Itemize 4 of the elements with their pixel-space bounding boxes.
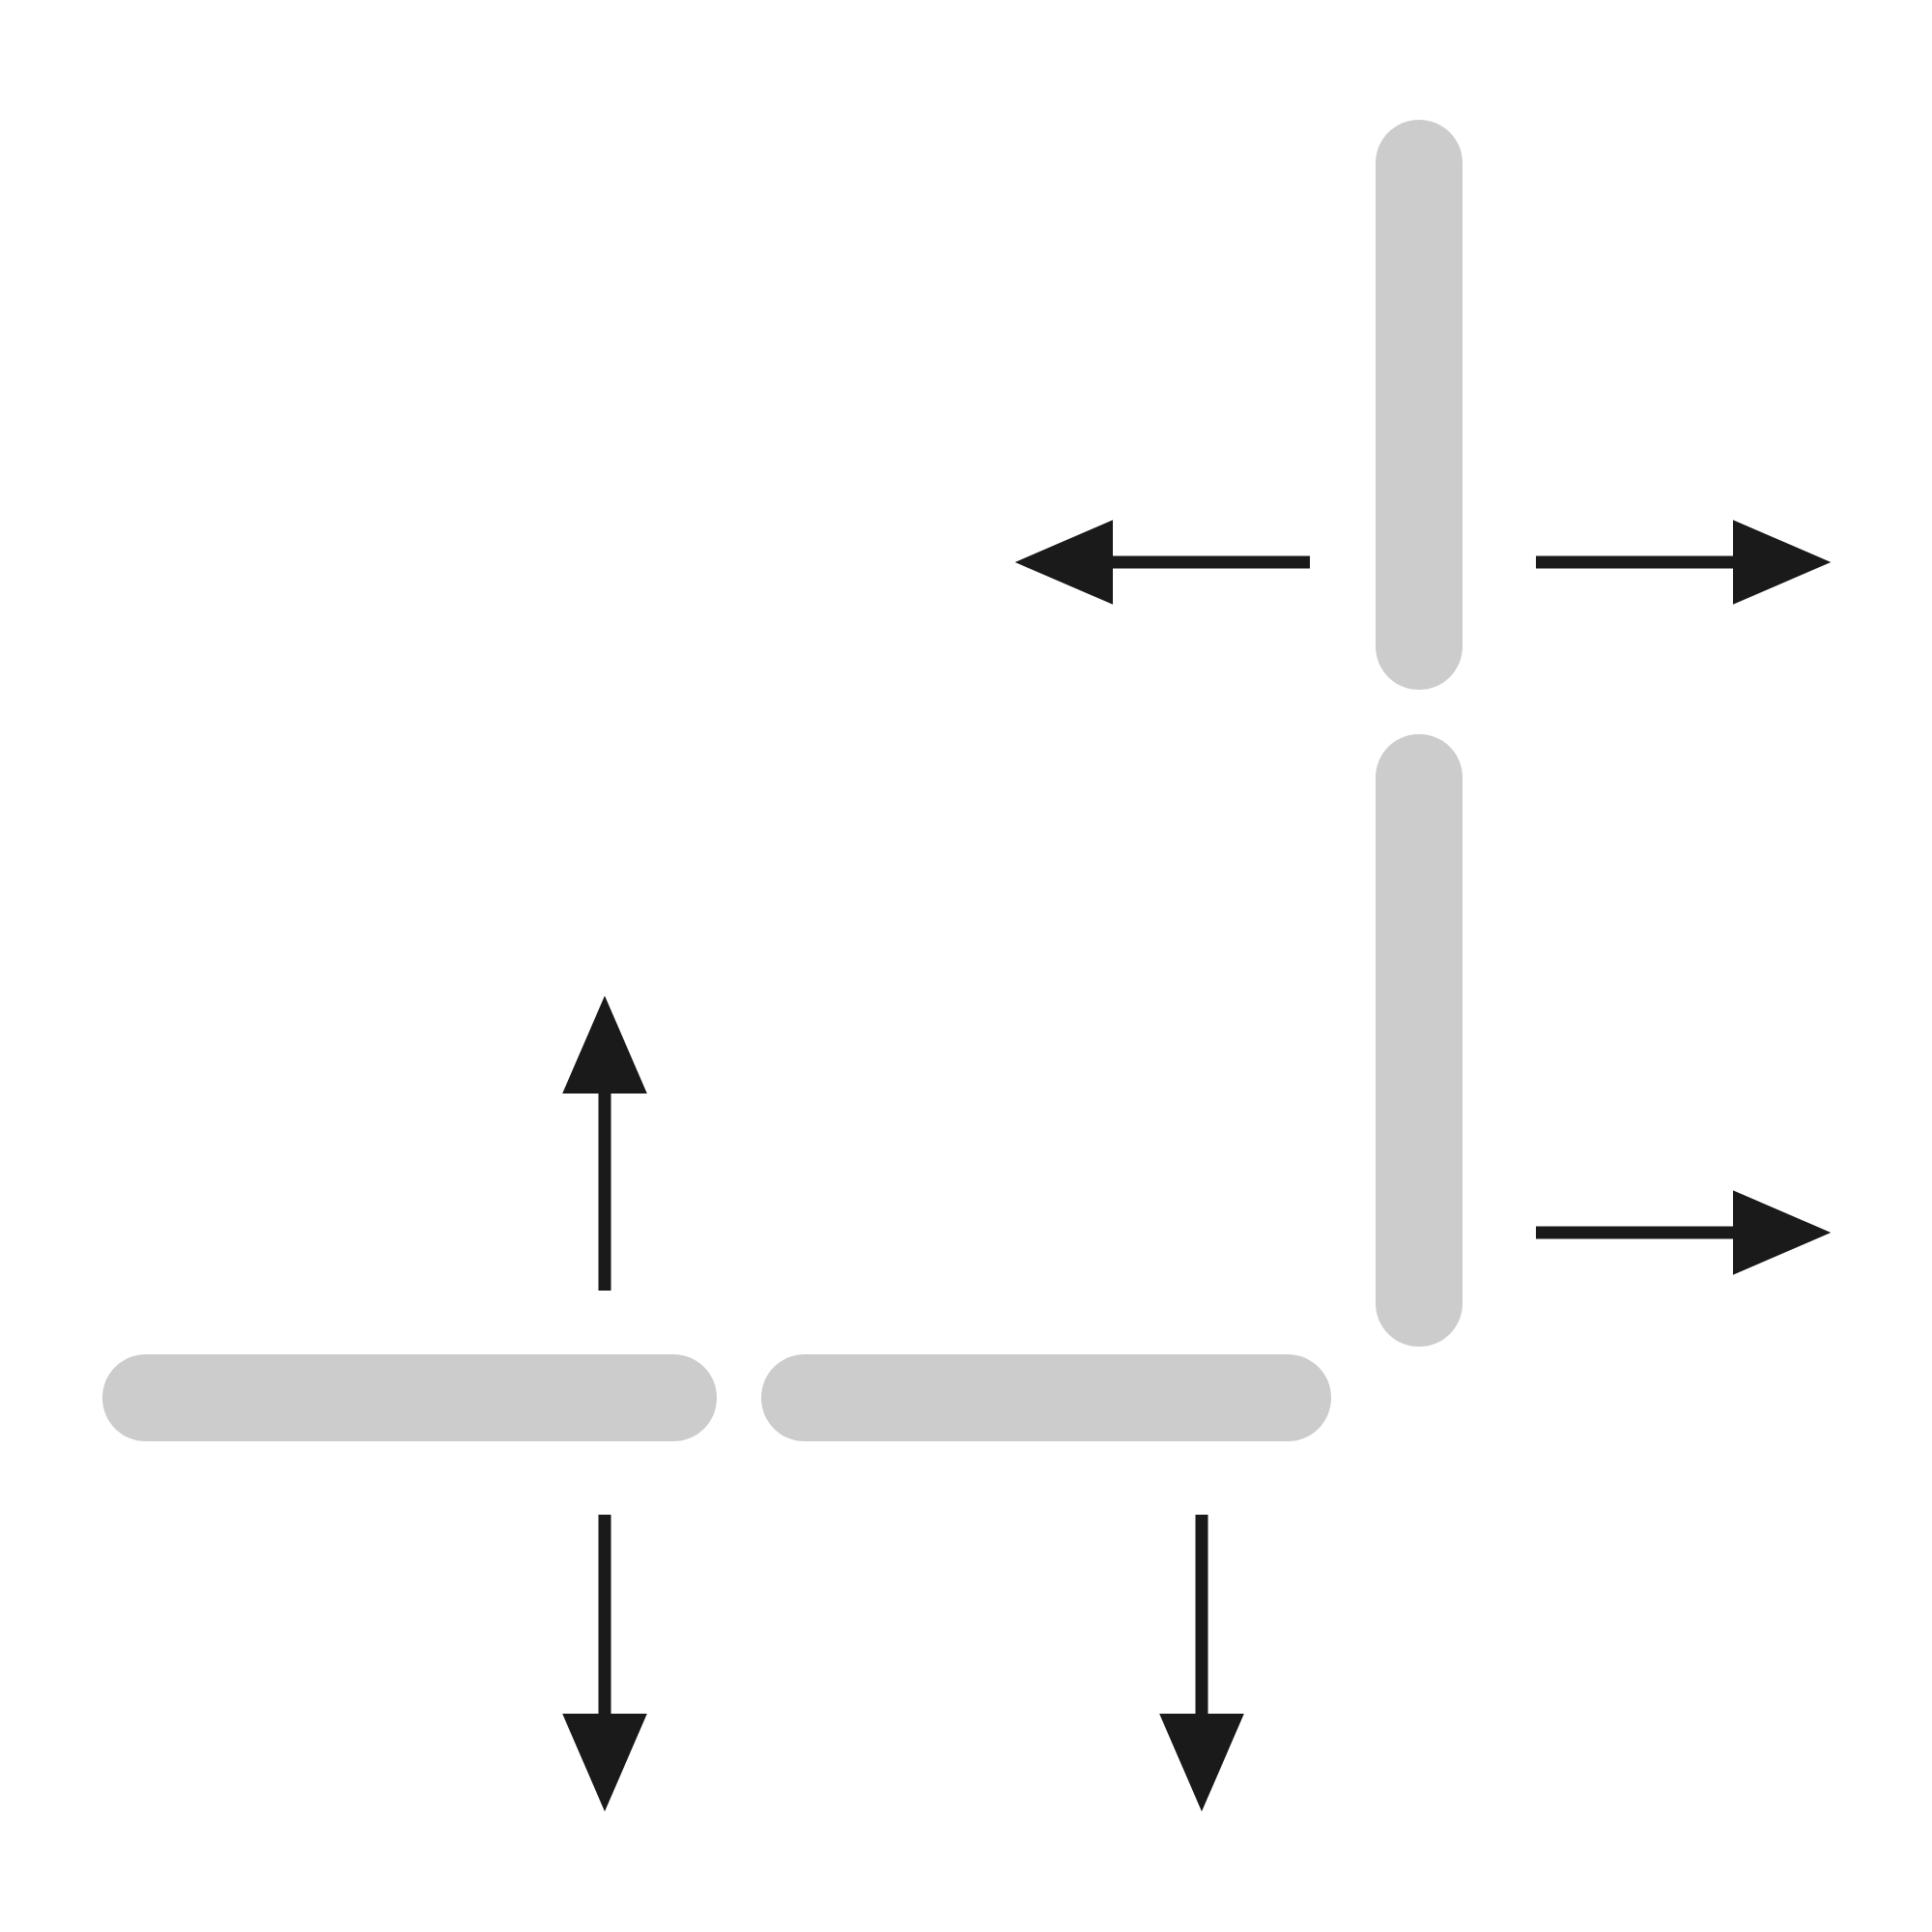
bar — [102, 1354, 717, 1442]
bar — [761, 1354, 1331, 1442]
bar — [1376, 120, 1463, 690]
bar — [1376, 734, 1463, 1347]
